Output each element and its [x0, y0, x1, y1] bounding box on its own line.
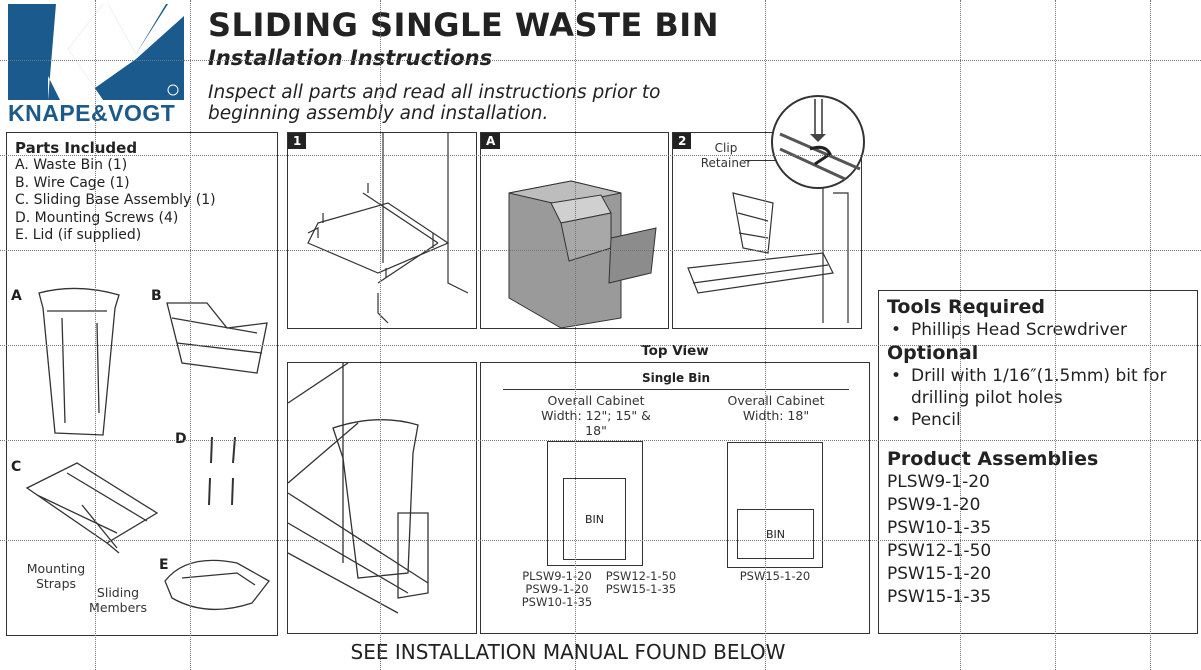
right-bin-outline: BIN [737, 509, 814, 559]
model-number: PSW10-1-35 [521, 595, 593, 609]
step-a-panel: A [480, 132, 669, 329]
clip-retainer-label: Clip Retainer [700, 141, 752, 170]
part-letter-b: B [151, 288, 162, 304]
mounting-straps-label: Mounting Straps [26, 561, 86, 591]
step-a-illustration [508, 180, 657, 329]
step-1-panel: 1 [287, 132, 477, 329]
parts-list: A. Waste Bin (1) B. Wire Cage (1) C. Sli… [7, 157, 277, 245]
model-number: PSW12-1-50 [605, 569, 677, 583]
left-bin-outline: BIN [563, 478, 626, 560]
parts-heading: Parts Included [15, 139, 138, 157]
brand-logo [8, 4, 184, 100]
installed-illustration [288, 363, 429, 614]
parts-panel: Parts Included A. Waste Bin (1) B. Wire … [6, 132, 278, 636]
assembly-item: PSW15-1-35 [887, 587, 992, 607]
left-caption: Overall Cabinet Width: 12"; 15" & 18" [541, 393, 651, 438]
model-number: PSW15-1-20 [739, 569, 811, 583]
step-badge: 2 [673, 133, 692, 149]
parts-item: B. Wire Cage (1) [15, 174, 130, 191]
assembly-item: PLSW9-1-20 [887, 472, 990, 492]
assemblies-heading: Product Assemblies [887, 448, 1099, 470]
page-subtitle: Installation Instructions [208, 46, 493, 70]
assembly-item: PSW10-1-35 [887, 518, 992, 538]
left-cabinet-outline: BIN [547, 441, 643, 566]
model-number: PSW9-1-20 [525, 582, 589, 596]
tool-item: Phillips Head Screwdriver [887, 319, 1189, 341]
step-1-illustration [307, 133, 469, 324]
sliding-members-label: Sliding Members [89, 585, 147, 615]
step-badge: A [481, 133, 501, 149]
part-letter-d: D [175, 431, 187, 447]
parts-item: D. Mounting Screws (4) [15, 209, 179, 226]
step-badge: 1 [288, 133, 307, 149]
assembly-item: PSW12-1-50 [887, 541, 992, 561]
bin-label: BIN [584, 512, 605, 526]
tools-heading: Tools Required [887, 296, 1045, 318]
left-models-a: PLSW9-1-20 PSW9-1-20 PSW10-1-35 [517, 570, 597, 609]
footer-note: SEE INSTALLATION MANUAL FOUND BELOW [350, 640, 786, 664]
assembly-item: PSW15-1-20 [887, 564, 992, 584]
model-number: PLSW9-1-20 [522, 569, 592, 583]
top-view-panel: Single Bin Overall Cabinet Width: 12"; 1… [480, 362, 870, 634]
top-view-label: Top View [641, 343, 709, 359]
optional-heading: Optional [887, 342, 979, 364]
part-letter-c: C [11, 459, 22, 475]
right-caption: Overall Cabinet Width: 18" [727, 393, 825, 423]
part-letter-a: A [11, 288, 22, 304]
parts-illustration [25, 287, 270, 611]
brand-name: KNAPE&VOGT [8, 100, 176, 126]
heading-rule [503, 389, 849, 390]
right-cabinet-outline: BIN [727, 442, 823, 568]
left-models-b: PSW12-1-50 PSW15-1-35 [601, 570, 681, 596]
part-letter-e: E [159, 557, 169, 573]
single-bin-heading: Single Bin [641, 371, 711, 385]
tools-panel: Tools Required Phillips Head Screwdriver… [878, 290, 1198, 634]
installed-view-panel [287, 362, 477, 634]
bin-label: BIN [765, 527, 786, 541]
parts-item: C. Sliding Base Assembly (1) [15, 192, 216, 208]
parts-item: A. Waste Bin (1) [15, 157, 128, 173]
magnifier-detail [771, 95, 865, 189]
model-number: PSW15-1-35 [605, 582, 677, 596]
step-2-illustration [687, 163, 849, 323]
optional-item: Drill with 1/16″(1.5mm) bit for drilling… [887, 365, 1189, 409]
right-models: PSW15-1-20 [735, 570, 815, 583]
optional-item: Pencil [887, 409, 1189, 431]
intro-text: Inspect all parts and read all instructi… [208, 82, 661, 124]
assembly-item: PSW9-1-20 [887, 495, 981, 515]
page-title: SLIDING SINGLE WASTE BIN [208, 6, 719, 44]
parts-item: E. Lid (if supplied) [15, 227, 142, 243]
